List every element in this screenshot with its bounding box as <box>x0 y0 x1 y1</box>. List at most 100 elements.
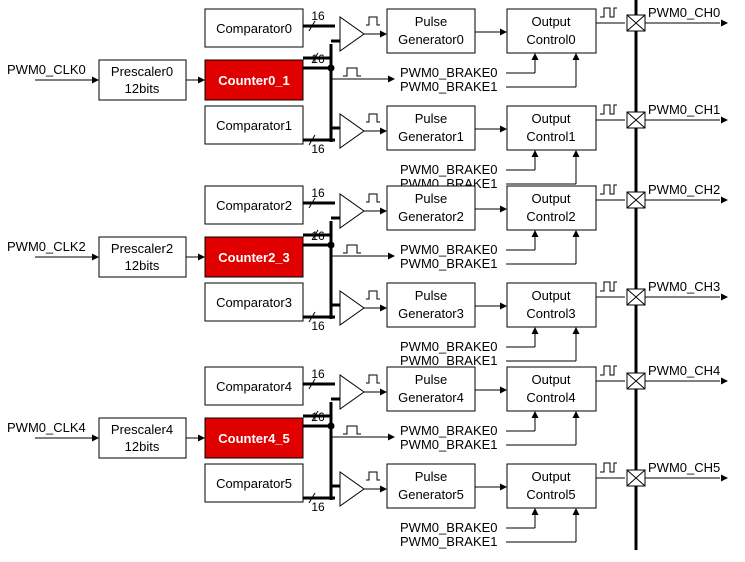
counter-label: Counter0_1 <box>218 73 290 88</box>
output-control-index-label: Control0 <box>526 32 575 47</box>
clock-arrow-icon <box>92 76 99 84</box>
comparator-label: Comparator3 <box>216 295 292 310</box>
output-control-arrow-icon <box>500 483 507 491</box>
pulse-waveform-icon <box>343 244 361 254</box>
pulse-generator-block <box>386 282 476 328</box>
pulse-waveform-icon <box>600 104 617 115</box>
pulse-gen-arrow-icon <box>380 388 387 396</box>
pulse-generator-index-label: Generator4 <box>398 390 464 405</box>
switch-cross <box>626 14 646 32</box>
pulse-generator-block <box>386 105 476 151</box>
brake0-label: PWM0_BRAKE0 <box>400 520 498 535</box>
bus-width-slash <box>308 197 316 209</box>
clock-input-label: PWM0_CLK2 <box>7 239 86 254</box>
pulse-generator-label: Pulse <box>415 14 448 29</box>
pwm-channel-1: Comparator116PulseGenerator1OutputContro… <box>204 102 728 191</box>
comparator-block <box>204 105 304 145</box>
brake0-arrow-icon <box>531 53 539 60</box>
bus-width-slash <box>308 311 316 323</box>
bus-width-label: 16 <box>311 229 325 243</box>
comparator-triangle-icon <box>339 193 365 229</box>
brake0-label: PWM0_BRAKE0 <box>400 339 498 354</box>
brake1-label: PWM0_BRAKE1 <box>400 79 498 94</box>
counter-block <box>204 417 304 459</box>
bus-width-label: 16 <box>311 186 325 200</box>
pwm-channel-5: Comparator516PulseGenerator5OutputContro… <box>204 460 728 549</box>
pulse-generator-block <box>386 185 476 231</box>
counter-arrow-icon <box>198 76 205 84</box>
channel-output-label: PWM0_CH0 <box>648 5 720 20</box>
clock-arrow-icon <box>92 253 99 261</box>
pulse-waveform-icon <box>600 281 617 292</box>
pulse-generator-index-label: Generator5 <box>398 487 464 502</box>
pulse-gen-arrow-icon <box>380 127 387 135</box>
pulse-waveform-icon <box>600 365 617 376</box>
switch-cross <box>626 469 646 487</box>
bus-junction-dot <box>327 422 335 430</box>
brake0-arrow-icon <box>531 327 539 334</box>
output-control-index-label: Control3 <box>526 306 575 321</box>
channel-output-arrow-icon <box>721 196 728 204</box>
brake1-arrow-icon <box>572 53 580 60</box>
prescaler-label: Prescaler0 <box>111 64 173 79</box>
bus-width-label: 16 <box>311 52 325 66</box>
clock-input-label: PWM0_CLK0 <box>7 62 86 77</box>
switch-cross <box>626 372 646 390</box>
brake1-arrow-icon <box>572 230 580 237</box>
counter-block <box>204 236 304 278</box>
brake0-label: PWM0_BRAKE0 <box>400 65 498 80</box>
comparator-block <box>204 463 304 503</box>
brake1-label: PWM0_BRAKE1 <box>400 353 498 368</box>
output-control-arrow-icon <box>500 28 507 36</box>
pulse-generator-index-label: Generator1 <box>398 129 464 144</box>
brake0-arrow-icon <box>531 411 539 418</box>
bus-width-label: 16 <box>311 9 325 23</box>
output-control-label: Output <box>531 111 570 126</box>
prescaler-width-label: 12bits <box>125 439 160 454</box>
channel-output-arrow-icon <box>721 474 728 482</box>
bus-width-slash <box>308 492 316 504</box>
output-control-index-label: Control4 <box>526 390 575 405</box>
pwm-channel-3: Comparator316PulseGenerator3OutputContro… <box>204 279 728 368</box>
bus-width-slash <box>308 134 316 146</box>
output-control-index-label: Control2 <box>526 209 575 224</box>
prescaler-width-label: 12bits <box>125 258 160 273</box>
pulse-waveform-icon <box>366 471 380 481</box>
comparator-label: Comparator0 <box>216 21 292 36</box>
pulse-waveform-icon <box>600 7 617 18</box>
bus-junction-dot <box>327 64 335 72</box>
pulse-generator-index-label: Generator2 <box>398 209 464 224</box>
switch-cross <box>626 288 646 306</box>
comparator-triangle-icon <box>339 290 365 326</box>
bus-width-label: 16 <box>311 410 325 424</box>
bus-width-slash <box>311 229 319 241</box>
bus-width-label: 16 <box>311 367 325 381</box>
comparator-block <box>204 185 304 225</box>
output-control-index-label: Control1 <box>526 129 575 144</box>
channel-output-label: PWM0_CH2 <box>648 182 720 197</box>
channel-output-arrow-icon <box>721 19 728 27</box>
brake0-label: PWM0_BRAKE0 <box>400 162 498 177</box>
output-control-arrow-icon <box>500 302 507 310</box>
output-control-index-label: Control5 <box>526 487 575 502</box>
prescaler-block <box>98 236 187 278</box>
output-control-label: Output <box>531 288 570 303</box>
prescaler-label: Prescaler2 <box>111 241 173 256</box>
pulse-generator-block <box>386 366 476 412</box>
bus-width-slash <box>311 410 319 422</box>
channel-output-label: PWM0_CH5 <box>648 460 720 475</box>
brake1-arrow-icon <box>572 508 580 515</box>
pulse-generator-block <box>386 463 476 509</box>
counter-arrow-icon <box>198 434 205 442</box>
brake1-label: PWM0_BRAKE1 <box>400 256 498 271</box>
channel-output-label: PWM0_CH3 <box>648 279 720 294</box>
counter-direct-arrow-icon <box>388 433 395 441</box>
pulse-generator-label: Pulse <box>415 111 448 126</box>
brake1-arrow-icon <box>572 411 580 418</box>
bus-width-label: 16 <box>311 500 325 514</box>
counter-label: Counter2_3 <box>218 250 290 265</box>
output-control-block <box>506 463 597 509</box>
pulse-gen-arrow-icon <box>380 304 387 312</box>
comparator-block <box>204 8 304 48</box>
